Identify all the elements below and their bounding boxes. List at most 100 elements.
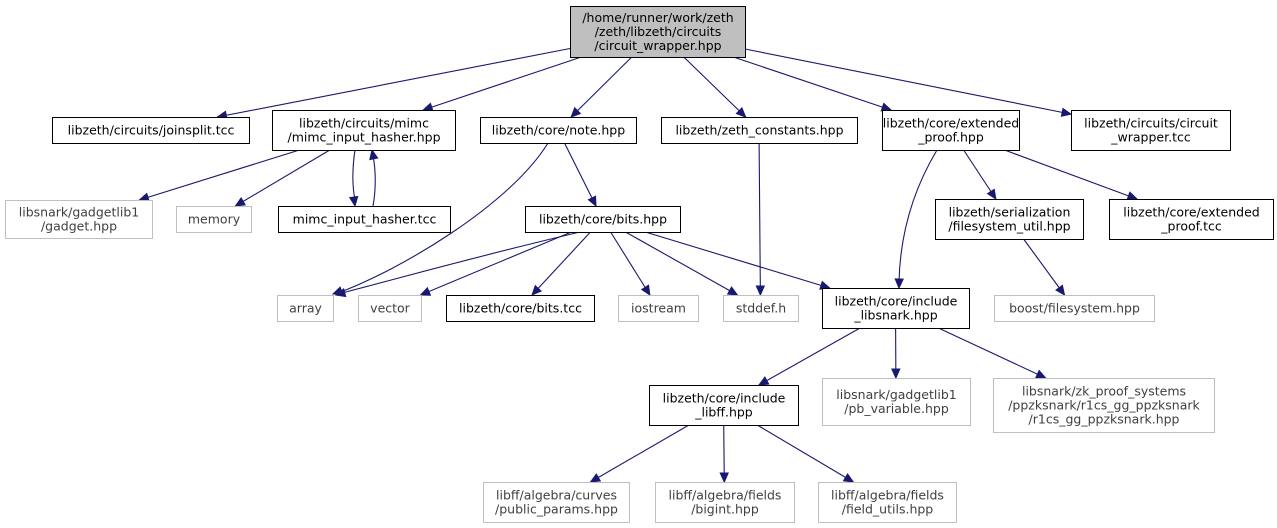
- node-label-line: _proof.tcc: [1160, 219, 1222, 234]
- node-label-line: libff/algebra/fields: [831, 488, 944, 503]
- node-box: [480, 117, 637, 144]
- node-circuit-wrapper-tcc[interactable]: libzeth/circuits/circuit_wrapper.tcc: [1071, 110, 1231, 151]
- node-label-line: _proof.hpp: [917, 130, 984, 145]
- node-label-line: /circuit_wrapper.hpp: [594, 38, 721, 53]
- edge-arrowhead: [589, 473, 602, 483]
- node-label-line: _libsnark.hpp: [853, 308, 937, 323]
- edge-mimc_input_hasher_tcc-to-mimc_input_hasher_hpp: [369, 148, 379, 207]
- node-zeth-constants-hpp[interactable]: libzeth/zeth_constants.hpp: [661, 117, 858, 144]
- node-box: [655, 482, 795, 523]
- edge-arrowhead: [880, 102, 893, 112]
- node-label-line: libzeth/core/bits.tcc: [459, 301, 582, 316]
- edge-include_libff_hpp-to-bigint_hpp: [719, 424, 729, 484]
- edge-arrowhead: [719, 472, 729, 484]
- node-label-line: libzeth/circuits/mimc: [299, 116, 429, 131]
- node-note-hpp[interactable]: libzeth/core/note.hpp: [480, 117, 637, 144]
- node-r1cs-gg-ppzksnark-hpp: libsnark/zk_proof_systems/ppzksnark/r1cs…: [993, 378, 1215, 433]
- node-array: array: [277, 295, 334, 322]
- edge-line: [590, 424, 690, 483]
- node-pb-variable-hpp: libsnark/gadgetlib1/pb_variable.hpp: [822, 378, 971, 426]
- node-label-line: libzeth/core/include: [663, 391, 786, 406]
- nodes-layer: /home/runner/work/zeth/zeth/libzeth/circ…: [5, 6, 1274, 523]
- node-label-line: /field_utils.hpp: [842, 502, 934, 517]
- edge-zeth_constants_hpp-to-stddef_h: [755, 142, 766, 297]
- edge-mimc_input_hasher_hpp-to-mimc_input_hasher_tcc: [348, 149, 359, 208]
- node-label-line: vector: [370, 301, 411, 316]
- edge-include_libsnark_hpp-to-pb_variable_hpp: [891, 327, 901, 380]
- edge-include_libsnark_hpp-to-r1cs_gg_ppzksnark_hpp: [938, 327, 1047, 379]
- node-label-line: /bigint.hpp: [691, 502, 759, 517]
- node-label-line: mimc_input_hasher.tcc: [293, 212, 437, 227]
- node-public-params-hpp: libff/algebra/curves/public_params.hpp: [483, 482, 630, 523]
- node-bits-tcc[interactable]: libzeth/core/bits.tcc: [446, 295, 595, 322]
- node-mimc-input-hasher-hpp[interactable]: libzeth/circuits/mimc/mimc_input_hasher.…: [272, 110, 456, 151]
- node-box: [822, 378, 971, 426]
- edge-line: [610, 231, 651, 296]
- edge-line: [898, 149, 938, 283]
- edge-arrowhead: [138, 192, 150, 202]
- edge-arrowhead: [1055, 284, 1066, 296]
- node-label-line: libzeth/core/include: [835, 294, 958, 309]
- node-vector: vector: [358, 295, 422, 322]
- edge-filesystem_util_hpp-to-boost_filesystem_hpp: [1023, 238, 1066, 296]
- node-box: [993, 378, 1215, 433]
- node-memory: memory: [176, 206, 252, 233]
- node-label-line: /pb_variable.hpp: [844, 401, 949, 416]
- node-stddef-h: stddef.h: [723, 295, 799, 322]
- node-extended-proof-tcc[interactable]: libzeth/core/extended_proof.tcc: [1109, 199, 1274, 240]
- edge-line: [625, 231, 738, 296]
- node-box: [52, 117, 250, 144]
- node-circuit-wrapper-hpp[interactable]: /home/runner/work/zeth/zeth/libzeth/circ…: [570, 6, 746, 58]
- edge-line: [217, 47, 571, 118]
- edge-bits_hpp-to-bits_tcc: [531, 231, 591, 296]
- node-box: [570, 6, 746, 58]
- node-mimc-input-hasher-tcc[interactable]: mimc_input_hasher.tcc: [278, 206, 451, 233]
- edge-arrowhead: [757, 376, 770, 386]
- edge-include_libff_hpp-to-field_utils_hpp: [756, 424, 855, 483]
- edge-bits_hpp-to-vector: [419, 231, 572, 296]
- node-box: [1109, 199, 1274, 240]
- node-box: [649, 385, 799, 426]
- node-box: [661, 117, 858, 144]
- node-label-line: /home/runner/work/zeth: [582, 10, 733, 25]
- node-joinsplit-tcc[interactable]: libzeth/circuits/joinsplit.tcc: [52, 117, 250, 144]
- edge-mimc_input_hasher_hpp-to-memory: [234, 149, 331, 207]
- edge-arrowhead: [755, 285, 766, 297]
- edge-circuit_wrapper_hpp-to-note_hpp: [570, 56, 633, 118]
- node-extended-proof-hpp[interactable]: libzeth/core/extended_proof.hpp: [882, 110, 1020, 151]
- node-include-libsnark-hpp[interactable]: libzeth/core/include_libsnark.hpp: [822, 288, 970, 329]
- node-include-libff-hpp[interactable]: libzeth/core/include_libff.hpp: [649, 385, 799, 426]
- node-box: [525, 206, 681, 233]
- node-label-line: /mimc_input_hasher.hpp: [287, 130, 440, 145]
- edge-line: [420, 231, 572, 296]
- edge-bits_hpp-to-iostream: [610, 231, 651, 297]
- edge-arrowhead: [842, 473, 855, 483]
- node-label-line: libzeth/core/extended: [1123, 205, 1259, 220]
- edge-extended_proof_hpp-to-filesystem_util_hpp: [963, 149, 997, 201]
- node-iostream: iostream: [618, 295, 699, 322]
- edge-arrowhead: [1126, 191, 1139, 201]
- edges-layer: [138, 47, 1139, 484]
- edge-include_libsnark_hpp-to-include_libff_hpp: [757, 327, 861, 386]
- node-label-line: libzeth/zeth_constants.hpp: [675, 123, 843, 138]
- edge-arrowhead: [234, 197, 247, 207]
- node-bits-hpp[interactable]: libzeth/core/bits.hpp: [525, 206, 681, 233]
- node-label-line: libzeth/core/note.hpp: [492, 123, 625, 138]
- edge-line: [352, 149, 356, 201]
- edge-line: [235, 149, 331, 207]
- node-label-line: libzeth/core/extended: [883, 116, 1019, 131]
- edge-circuit_wrapper_hpp-to-zeth_constants_hpp: [683, 56, 747, 118]
- node-label-line: /zeth/libzeth/circuits: [595, 24, 722, 39]
- edge-line: [758, 327, 861, 386]
- node-filesystem-util-hpp[interactable]: libzeth/serialization/filesystem_util.hp…: [935, 199, 1084, 240]
- edge-bits_hpp-to-stddef_h: [625, 231, 739, 296]
- edge-bits_hpp-to-array: [334, 231, 581, 298]
- node-box: [882, 110, 1020, 151]
- node-box: [935, 199, 1084, 240]
- node-box: [176, 206, 252, 233]
- edge-line: [744, 48, 1072, 115]
- node-label-line: /gadget.hpp: [41, 219, 117, 234]
- node-label-line: array: [289, 301, 322, 316]
- node-label-line: libzeth/circuits/circuit: [1084, 116, 1218, 131]
- edge-circuit_wrapper_hpp-to-extended_proof_hpp: [733, 56, 893, 112]
